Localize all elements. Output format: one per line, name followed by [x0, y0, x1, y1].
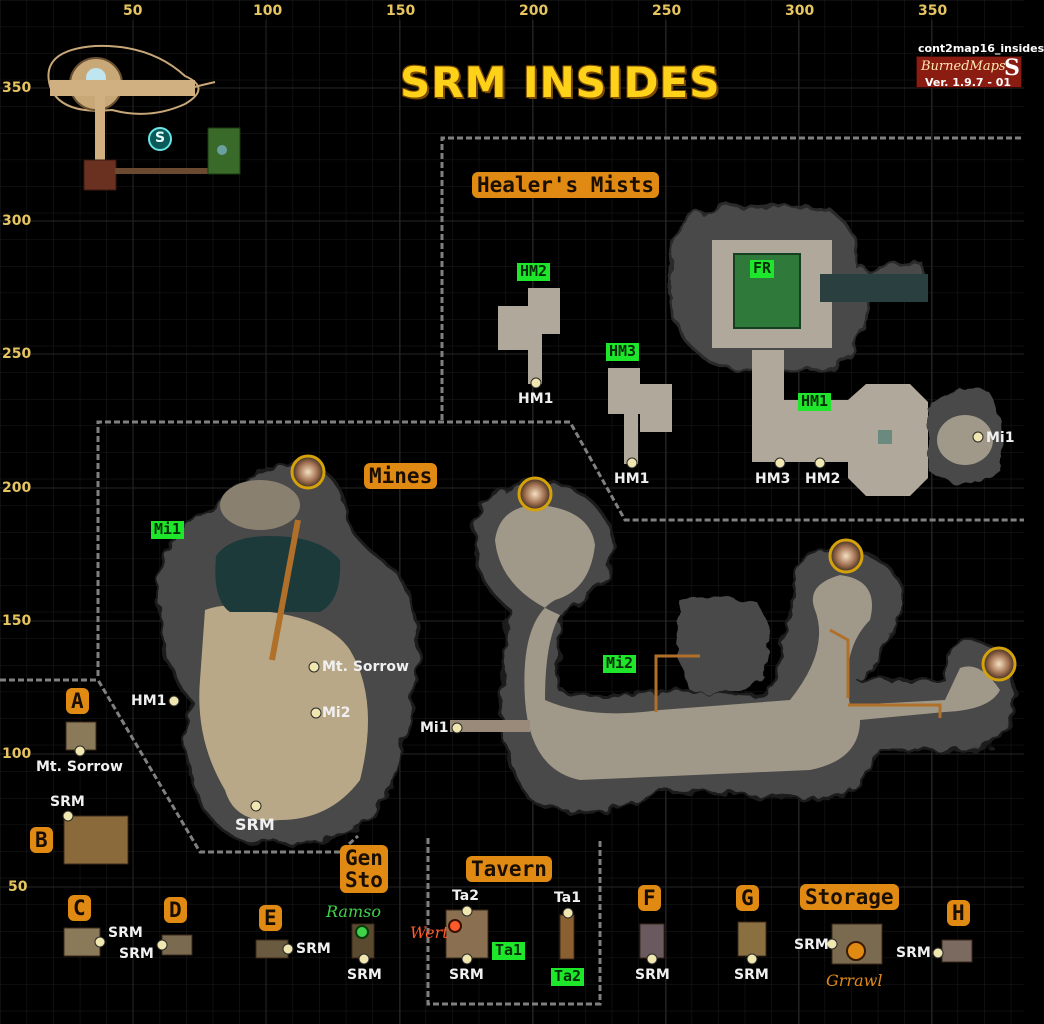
- exit-srm-c: SRM: [108, 925, 143, 941]
- room-c: C: [68, 895, 91, 922]
- room-e: E: [259, 905, 282, 932]
- room-a: A: [66, 688, 89, 715]
- exit-srm-mines: SRM: [235, 815, 275, 834]
- tavern-border: [426, 838, 602, 1006]
- npc-ramso: Ramso: [326, 902, 381, 921]
- minimap: [47, 44, 241, 191]
- version-badge: [916, 56, 1022, 88]
- mines-east-cave: [450, 480, 1015, 815]
- exit-hm1-from-hm3: HM1: [614, 471, 650, 487]
- area-storage: Storage: [800, 884, 899, 911]
- healers-mists-rooms: [498, 203, 1003, 496]
- zone-hm1: HM1: [798, 393, 832, 411]
- zone-mi1: Mi1: [151, 521, 185, 539]
- axis-x-200: 200: [519, 3, 549, 19]
- room-h: H: [947, 900, 970, 927]
- minimap-marker-s: S: [155, 130, 166, 146]
- ramso-marker: [355, 925, 369, 939]
- axis-y-50: 50: [8, 879, 28, 895]
- exit-srm-e: SRM: [296, 941, 331, 957]
- healers-mists-border: [440, 136, 1024, 420]
- axis-y-150: 150: [2, 613, 32, 629]
- exit-mt-sorrow-mines: Mt. Sorrow: [322, 659, 409, 675]
- axis-x-100: 100: [253, 3, 283, 19]
- zone-hm2: HM2: [517, 263, 551, 281]
- zone-mi2: Mi2: [603, 655, 637, 673]
- axis-y-350: 350: [2, 80, 32, 96]
- ore-nodes: [290, 454, 1017, 682]
- exit-mi1-mines: Mi1: [420, 720, 449, 736]
- wert-marker: [448, 919, 462, 933]
- exit-ta1-tavern: Ta1: [554, 890, 581, 906]
- npc-grrawl: Grrawl: [826, 971, 883, 990]
- exit-hm1-from-hm2: HM1: [518, 391, 554, 407]
- exit-srm-d: SRM: [119, 946, 154, 962]
- axis-x-250: 250: [652, 3, 682, 19]
- area-healers-mists: Healer's Mists: [472, 172, 660, 199]
- sto-label: Sto: [345, 868, 383, 893]
- exit-srm-tavern: SRM: [449, 967, 484, 983]
- exit-hm3: HM3: [755, 471, 791, 487]
- axis-y-300: 300: [2, 213, 32, 229]
- exit-hm2: HM2: [805, 471, 841, 487]
- exit-ta2-tavern: Ta2: [452, 888, 479, 904]
- map-id: cont2map16_insides: [918, 42, 1044, 55]
- zone-fr: FR: [750, 260, 775, 278]
- exit-srm-storage: SRM: [794, 937, 829, 953]
- exit-srm-f: SRM: [635, 967, 670, 983]
- gen-label: Gen: [345, 846, 383, 870]
- axis-y-100: 100: [2, 746, 32, 762]
- exit-srm-b: SRM: [50, 794, 85, 810]
- exit-mi2-mines: Mi2: [322, 705, 351, 721]
- brand-name: BurnedMaps: [921, 59, 1006, 74]
- map-title: SRM INSIDES: [400, 58, 721, 107]
- version-text: Ver. 1.9.7 - 01: [925, 76, 1012, 89]
- room-f: F: [638, 885, 661, 912]
- room-d: D: [164, 897, 187, 924]
- axis-y-250: 250: [2, 346, 32, 362]
- zone-hm3: HM3: [606, 343, 640, 361]
- exit-srm-g: SRM: [734, 967, 769, 983]
- axis-x-50: 50: [123, 3, 143, 19]
- axis-x-350: 350: [918, 3, 948, 19]
- area-gen-sto: Gen Sto: [340, 845, 388, 894]
- exit-srm-gensto: SRM: [347, 967, 382, 983]
- exit-srm-h: SRM: [896, 945, 931, 961]
- room-g: G: [736, 885, 759, 912]
- area-tavern: Tavern: [466, 856, 552, 883]
- axis-x-150: 150: [386, 3, 416, 19]
- brand-logo: S: [1004, 55, 1020, 81]
- zone-ta2: Ta2: [551, 968, 585, 986]
- room-b: B: [30, 827, 53, 854]
- exit-mi1-east: Mi1: [986, 430, 1015, 446]
- axis-x-300: 300: [785, 3, 815, 19]
- exit-mt-sorrow-a: Mt. Sorrow: [36, 759, 123, 775]
- grrawl-marker: [846, 941, 866, 961]
- area-mines: Mines: [364, 463, 438, 490]
- mines-border: [96, 420, 1024, 676]
- exit-hm1-mines: HM1: [131, 693, 167, 709]
- zone-ta1: Ta1: [492, 942, 526, 960]
- axis-y-200: 200: [2, 480, 32, 496]
- mines-west-cave: [156, 458, 420, 846]
- npc-wert: Wert: [410, 923, 449, 942]
